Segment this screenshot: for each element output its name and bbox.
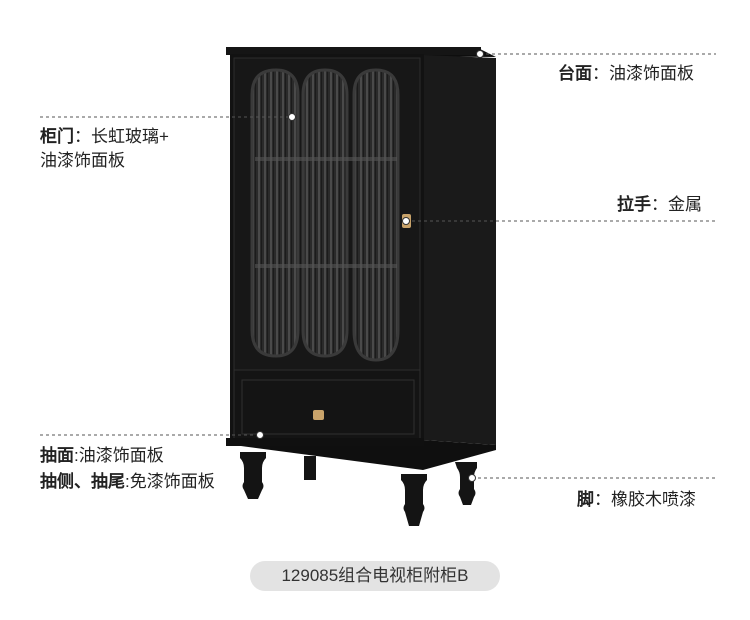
cabinet-side [423, 55, 496, 445]
label-legs: 脚：橡胶木喷漆 [577, 488, 696, 512]
label-top: 台面：油漆饰面板 [558, 62, 694, 86]
label-handle-value: 金属 [668, 195, 702, 214]
label-legs-sep: ： [594, 490, 611, 509]
label-drawer-side-value: 免漆饰面板 [129, 472, 215, 491]
label-top-value: 油漆饰面板 [609, 64, 694, 83]
label-handle-name: 拉手 [617, 195, 651, 214]
leader-dots [256, 50, 484, 482]
leader-lines [40, 53, 716, 479]
label-drawer-side-name: 抽侧、抽尾 [40, 472, 125, 491]
label-door-value-1: 长虹玻璃+ [91, 127, 169, 146]
label-legs-value: 橡胶木喷漆 [611, 490, 696, 509]
label-drawer-side: 抽侧、抽尾:免漆饰面板 [40, 470, 215, 494]
label-top-name: 台面 [558, 64, 592, 83]
drawer-handle [313, 410, 324, 420]
label-handle: 拉手：金属 [617, 193, 702, 217]
cabinet-drawer [233, 369, 421, 443]
label-door-value-2: 油漆饰面板 [40, 151, 125, 170]
label-handle-sep: ： [651, 195, 668, 214]
cabinet-legs [240, 452, 477, 526]
label-drawer-front: 抽面:油漆饰面板 [40, 444, 164, 468]
label-drawer-front-value: 油漆饰面板 [78, 446, 164, 465]
product-caption: 129085组合电视柜附柜B [250, 561, 500, 591]
label-top-sep: ： [592, 64, 609, 83]
label-door-name: 柜门 [40, 127, 74, 146]
label-door: 柜门：长虹玻璃+ 油漆饰面板 [40, 125, 169, 173]
label-drawer-front-sep: : [74, 446, 79, 465]
label-drawer-side-sep: : [125, 472, 130, 491]
glass-panels [250, 68, 400, 362]
label-door-sep: ： [74, 127, 91, 146]
label-legs-name: 脚 [577, 490, 594, 509]
label-drawer-front-name: 抽面 [40, 446, 74, 465]
